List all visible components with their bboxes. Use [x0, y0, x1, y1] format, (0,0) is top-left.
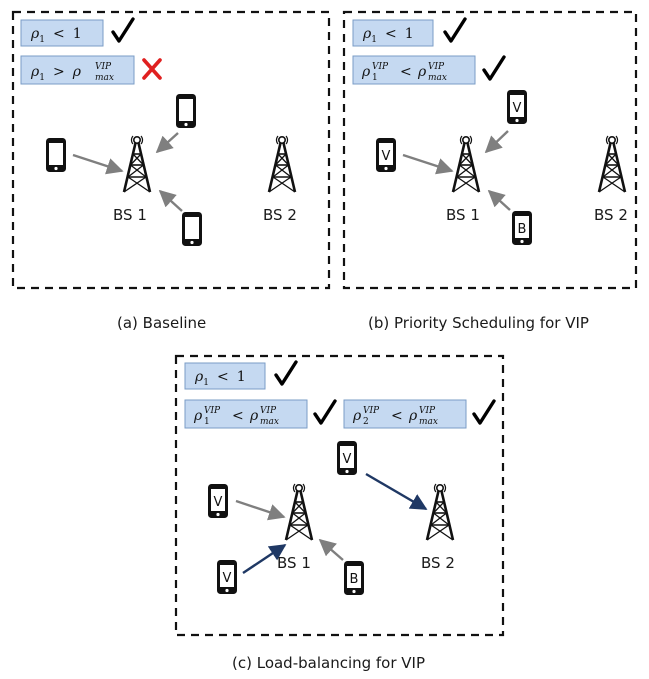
svg-text:ρ1>ρ: ρ1>ρ	[30, 64, 82, 83]
panel-a: ρ1<1 ρ1>ρ VIP max BS 1 BS 2	[11, 10, 331, 290]
checkmark-icon	[443, 17, 467, 43]
cell-tower-icon	[122, 134, 152, 194]
panel-b: ρ1<1 ρ VIP 1 < ρ VIP max BS 1 BS 2 V V B	[342, 10, 638, 290]
panel-c-condition-3: ρ VIP 2 < ρ VIP max	[343, 399, 467, 429]
svg-text:ρ: ρ	[417, 64, 427, 80]
bs2-label: BS 2	[421, 554, 455, 572]
bs1-label: BS 1	[446, 206, 480, 224]
svg-text:2: 2	[363, 417, 369, 427]
cell-tower-icon	[425, 482, 455, 542]
smartphone-icon	[182, 212, 202, 246]
panel-b-border	[342, 10, 638, 290]
load-balance-arrow	[242, 544, 287, 574]
svg-text:max: max	[419, 417, 438, 427]
panel-c-border	[174, 354, 505, 637]
svg-text:max: max	[428, 73, 447, 83]
basic-phone: B	[512, 211, 532, 245]
svg-text:V: V	[382, 149, 391, 164]
svg-text:max: max	[95, 73, 114, 83]
panel-a-border	[11, 10, 331, 290]
vip-phone: V	[507, 90, 527, 124]
smartphone-icon	[46, 138, 66, 172]
cell-tower-icon	[451, 134, 481, 194]
vip-phone: V	[337, 441, 357, 475]
svg-text:V: V	[513, 101, 522, 116]
cross-icon	[142, 58, 162, 80]
svg-text:V: V	[343, 452, 352, 467]
bs1-label: BS 1	[113, 206, 147, 224]
svg-text:B: B	[350, 572, 359, 587]
bs1-label: BS 1	[277, 554, 311, 572]
load-balance-arrow	[365, 472, 428, 511]
svg-text:ρ: ρ	[249, 408, 259, 424]
vip-phone: V	[208, 484, 228, 518]
svg-text:VIP: VIP	[428, 62, 445, 72]
svg-text:VIP: VIP	[204, 406, 221, 416]
svg-text:ρ1<1: ρ1<1	[194, 369, 246, 388]
bs2-label: BS 2	[263, 206, 297, 224]
connection-arrow	[484, 130, 509, 154]
connection-arrow	[235, 499, 286, 521]
connection-arrow	[318, 538, 344, 561]
connection-arrow	[155, 132, 179, 154]
cell-tower-icon	[284, 482, 314, 542]
svg-text:VIP: VIP	[419, 406, 436, 416]
connection-arrow	[402, 153, 454, 175]
svg-text:1: 1	[204, 417, 210, 427]
svg-text:ρ1<1: ρ1<1	[362, 26, 414, 45]
checkmark-icon	[313, 399, 337, 425]
svg-text:V: V	[223, 571, 232, 586]
svg-text:<: <	[400, 64, 412, 80]
svg-text:ρ: ρ	[361, 64, 371, 80]
checkmark-icon	[111, 17, 135, 43]
vip-phone: V	[376, 138, 396, 172]
svg-text:VIP: VIP	[260, 406, 277, 416]
connection-arrow	[158, 189, 183, 212]
svg-text:<: <	[391, 408, 403, 424]
svg-text:ρ: ρ	[193, 408, 203, 424]
basic-phone: B	[344, 561, 364, 595]
panel-b-condition-2: ρ VIP 1 < ρ VIP max	[352, 55, 476, 85]
connection-arrow	[72, 153, 124, 175]
panel-b-condition-1: ρ1<1	[352, 19, 434, 47]
vip-phone: V	[217, 560, 237, 594]
panel-c: ρ1<1 ρ VIP 1 < ρ VIP max ρ VIP 2 < ρ VIP…	[174, 354, 505, 637]
panel-a-condition-2: ρ1>ρ VIP max	[20, 55, 135, 85]
panel-c-condition-2: ρ VIP 1 < ρ VIP max	[184, 399, 308, 429]
cell-tower-icon	[267, 134, 297, 194]
cell-tower-icon	[597, 134, 627, 194]
smartphone-icon	[176, 94, 196, 128]
panel-a-condition-1: ρ1<1	[20, 19, 104, 47]
panel-a-caption: (a) Baseline	[117, 314, 206, 332]
svg-text:max: max	[260, 417, 279, 427]
svg-text:ρ: ρ	[408, 408, 418, 424]
connection-arrow	[487, 189, 511, 211]
svg-text:<: <	[232, 408, 244, 424]
svg-text:VIP: VIP	[363, 406, 380, 416]
svg-text:B: B	[518, 222, 527, 237]
panel-c-caption: (c) Load-balancing for VIP	[232, 654, 425, 672]
svg-text:VIP: VIP	[95, 62, 112, 72]
svg-text:VIP: VIP	[372, 62, 389, 72]
checkmark-icon	[274, 360, 298, 386]
svg-text:1: 1	[372, 73, 378, 83]
svg-text:V: V	[214, 495, 223, 510]
svg-text:ρ: ρ	[352, 408, 362, 424]
svg-text:ρ1<1: ρ1<1	[30, 26, 82, 45]
checkmark-icon	[482, 55, 506, 81]
checkmark-icon	[472, 399, 496, 425]
panel-b-caption: (b) Priority Scheduling for VIP	[368, 314, 589, 332]
panel-c-condition-1: ρ1<1	[184, 362, 266, 390]
bs2-label: BS 2	[594, 206, 628, 224]
